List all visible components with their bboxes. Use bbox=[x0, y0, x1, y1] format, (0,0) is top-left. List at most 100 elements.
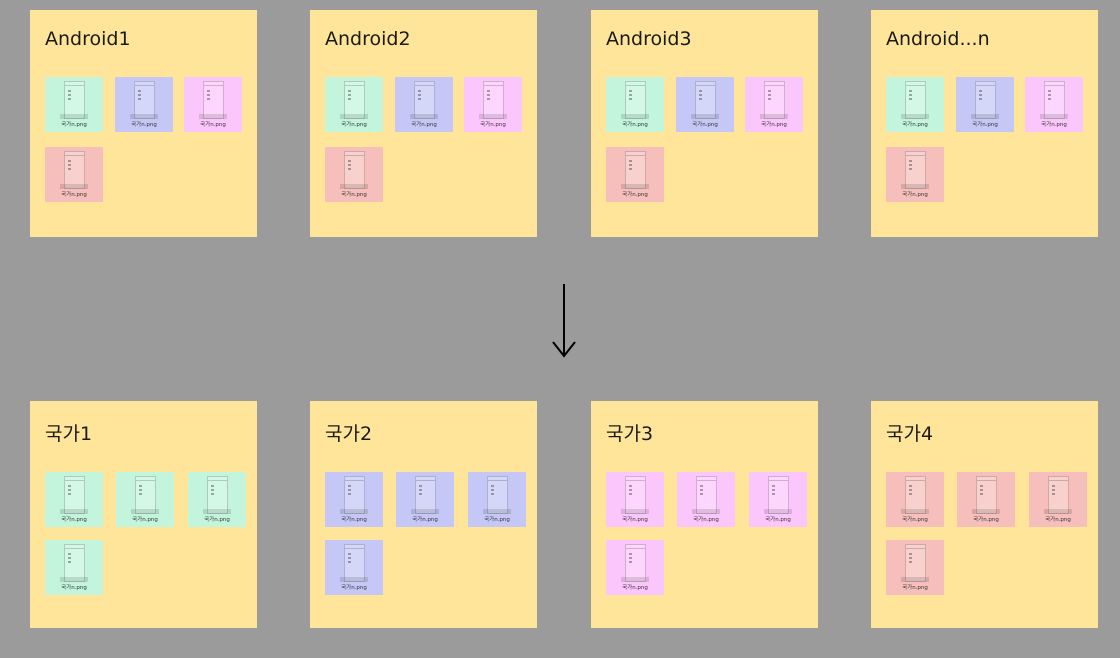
phone-base bbox=[60, 184, 88, 189]
group-title: 국가4 bbox=[886, 423, 934, 445]
phone-screenshot-icon bbox=[344, 151, 365, 189]
file-tile: 국가n.png bbox=[395, 77, 453, 132]
file-tile: 국가n.png bbox=[325, 472, 383, 527]
phone-base bbox=[691, 114, 719, 119]
file-tile: 국가n.png bbox=[396, 472, 454, 527]
file-name-label: 국가n.png bbox=[200, 122, 226, 128]
source_groups-group: Android...n 국가n.png 국가n.png 국가n.png 국가n.png bbox=[871, 10, 1098, 237]
phone-screenshot-icon bbox=[207, 476, 228, 514]
phone-base bbox=[971, 114, 999, 119]
file-tiles: 국가n.png 국가n.png 국가n.png 국가n.png bbox=[30, 401, 257, 628]
file-name-label: 국가n.png bbox=[480, 122, 506, 128]
file-tile: 국가n.png bbox=[886, 77, 944, 132]
file-tile: 국가n.png bbox=[325, 147, 383, 202]
phone-base bbox=[203, 509, 231, 514]
file-name-label: 국가n.png bbox=[622, 122, 648, 128]
file-tiles: 국가n.png 국가n.png 국가n.png 국가n.png bbox=[871, 10, 1098, 237]
file-tiles: 국가n.png 국가n.png 국가n.png 국가n.png bbox=[591, 401, 818, 628]
file-name-label: 국가n.png bbox=[622, 585, 648, 591]
file-tile: 국가n.png bbox=[115, 77, 173, 132]
phone-screenshot-icon bbox=[64, 476, 85, 514]
source_groups-group: Android3 국가n.png 국가n.png 국가n.png 국가n.png bbox=[591, 10, 818, 237]
phone-base bbox=[131, 509, 159, 514]
file-name-label: 국가n.png bbox=[973, 517, 999, 523]
phone-screenshot-icon bbox=[768, 476, 789, 514]
file-name-label: 국가n.png bbox=[902, 122, 928, 128]
file-name-label: 국가n.png bbox=[412, 517, 438, 523]
phone-screenshot-icon bbox=[344, 81, 365, 119]
target_groups-group: 국가3 국가n.png 국가n.png 국가n.png 국가n.png bbox=[591, 401, 818, 628]
file-tile: 국가n.png bbox=[325, 540, 383, 595]
phone-base bbox=[621, 577, 649, 582]
phone-screenshot-icon bbox=[344, 476, 365, 514]
file-name-label: 국가n.png bbox=[341, 585, 367, 591]
file-tile: 국가n.png bbox=[1025, 77, 1083, 132]
file-tile: 국가n.png bbox=[606, 77, 664, 132]
phone-screenshot-icon bbox=[64, 151, 85, 189]
phone-screenshot-icon bbox=[975, 81, 996, 119]
file-name-label: 국가n.png bbox=[902, 517, 928, 523]
file-tile: 국가n.png bbox=[957, 472, 1015, 527]
phone-screenshot-icon bbox=[625, 81, 646, 119]
file-name-label: 국가n.png bbox=[341, 517, 367, 523]
phone-screenshot-icon bbox=[625, 476, 646, 514]
arrow-down-icon bbox=[552, 284, 576, 358]
file-name-label: 국가n.png bbox=[1045, 517, 1071, 523]
file-name-label: 국가n.png bbox=[902, 192, 928, 198]
phone-screenshot-icon bbox=[414, 81, 435, 119]
phone-base bbox=[1040, 114, 1068, 119]
group-title: 국가3 bbox=[606, 423, 654, 445]
file-tile: 국가n.png bbox=[606, 147, 664, 202]
file-tile: 국가n.png bbox=[886, 540, 944, 595]
file-name-label: 국가n.png bbox=[204, 517, 230, 523]
file-name-label: 국가n.png bbox=[972, 122, 998, 128]
file-tile: 국가n.png bbox=[677, 472, 735, 527]
phone-base bbox=[901, 184, 929, 189]
file-name-label: 국가n.png bbox=[692, 122, 718, 128]
phone-base bbox=[972, 509, 1000, 514]
file-tile: 국가n.png bbox=[886, 472, 944, 527]
file-tile: 국가n.png bbox=[325, 77, 383, 132]
phone-screenshot-icon bbox=[64, 81, 85, 119]
file-name-label: 국가n.png bbox=[61, 517, 87, 523]
file-name-label: 국가n.png bbox=[761, 122, 787, 128]
file-tile: 국가n.png bbox=[45, 472, 103, 527]
phone-base bbox=[60, 509, 88, 514]
group-title: Android2 bbox=[325, 28, 411, 50]
file-tile: 국가n.png bbox=[676, 77, 734, 132]
phone-base bbox=[60, 577, 88, 582]
file-tile: 국가n.png bbox=[749, 472, 807, 527]
file-name-label: 국가n.png bbox=[132, 517, 158, 523]
phone-base bbox=[199, 114, 227, 119]
file-name-label: 국가n.png bbox=[622, 517, 648, 523]
group-title: Android...n bbox=[886, 28, 990, 50]
file-tile: 국가n.png bbox=[464, 77, 522, 132]
phone-screenshot-icon bbox=[905, 544, 926, 582]
phone-screenshot-icon bbox=[905, 81, 926, 119]
phone-base bbox=[340, 577, 368, 582]
phone-base bbox=[901, 509, 929, 514]
phone-screenshot-icon bbox=[695, 81, 716, 119]
group-title: Android1 bbox=[45, 28, 131, 50]
phone-screenshot-icon bbox=[905, 476, 926, 514]
phone-base bbox=[130, 114, 158, 119]
file-tile: 국가n.png bbox=[45, 540, 103, 595]
phone-screenshot-icon bbox=[135, 476, 156, 514]
phone-screenshot-icon bbox=[696, 476, 717, 514]
phone-base bbox=[901, 114, 929, 119]
file-name-label: 국가n.png bbox=[765, 517, 791, 523]
target_groups-group: 국가4 국가n.png 국가n.png 국가n.png 국가n.png bbox=[871, 401, 1098, 628]
phone-screenshot-icon bbox=[134, 81, 155, 119]
group-title: Android3 bbox=[606, 28, 692, 50]
phone-screenshot-icon bbox=[1044, 81, 1065, 119]
phone-base bbox=[760, 114, 788, 119]
file-name-label: 국가n.png bbox=[61, 192, 87, 198]
phone-screenshot-icon bbox=[1048, 476, 1069, 514]
